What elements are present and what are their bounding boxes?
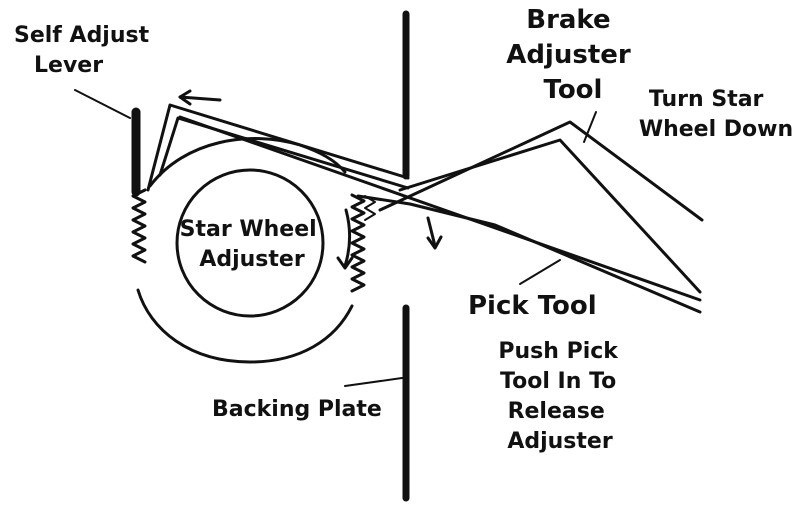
star-wheel-teeth-right: [350, 193, 366, 293]
star-wheel-upper-arc: [148, 137, 347, 188]
star-wheel-adjuster-label: Star Wheel Adjuster: [180, 217, 325, 272]
pick-tool-arrow: [426, 216, 443, 250]
brake-adjuster-tool: [378, 120, 704, 294]
pick-tool: [178, 115, 702, 314]
star-wheel-inner-circle: [175, 168, 325, 318]
star-wheel-teeth-front: [364, 195, 376, 221]
push-pick-tool-label: Push Pick Tool In To Release Adjuster: [498, 339, 625, 454]
brake-adjuster-tool-leader: [583, 111, 597, 143]
turn-star-wheel-label: Turn Star Wheel Down: [639, 87, 793, 142]
star-wheel-outer-arc: [136, 288, 354, 364]
backing-plate-leader: [344, 377, 403, 387]
brake-adjuster-tool-label: Brake Adjuster Tool: [506, 5, 640, 105]
self-adjust-lever-arm-inner: [158, 116, 410, 190]
self-adjust-lever-label: Self Adjust Lever: [14, 23, 157, 78]
pick-tool-label: Pick Tool: [468, 291, 597, 321]
pick-tool-leader: [519, 259, 561, 285]
rotation-arrow-top: [178, 89, 222, 106]
backing-plate-label: Backing Plate: [212, 397, 382, 422]
self-adjust-lever-leader: [74, 89, 131, 119]
star-wheel-teeth-left: [131, 188, 147, 264]
self-adjust-lever-arm: [146, 103, 410, 192]
rotation-arrow-wheel: [336, 208, 354, 270]
